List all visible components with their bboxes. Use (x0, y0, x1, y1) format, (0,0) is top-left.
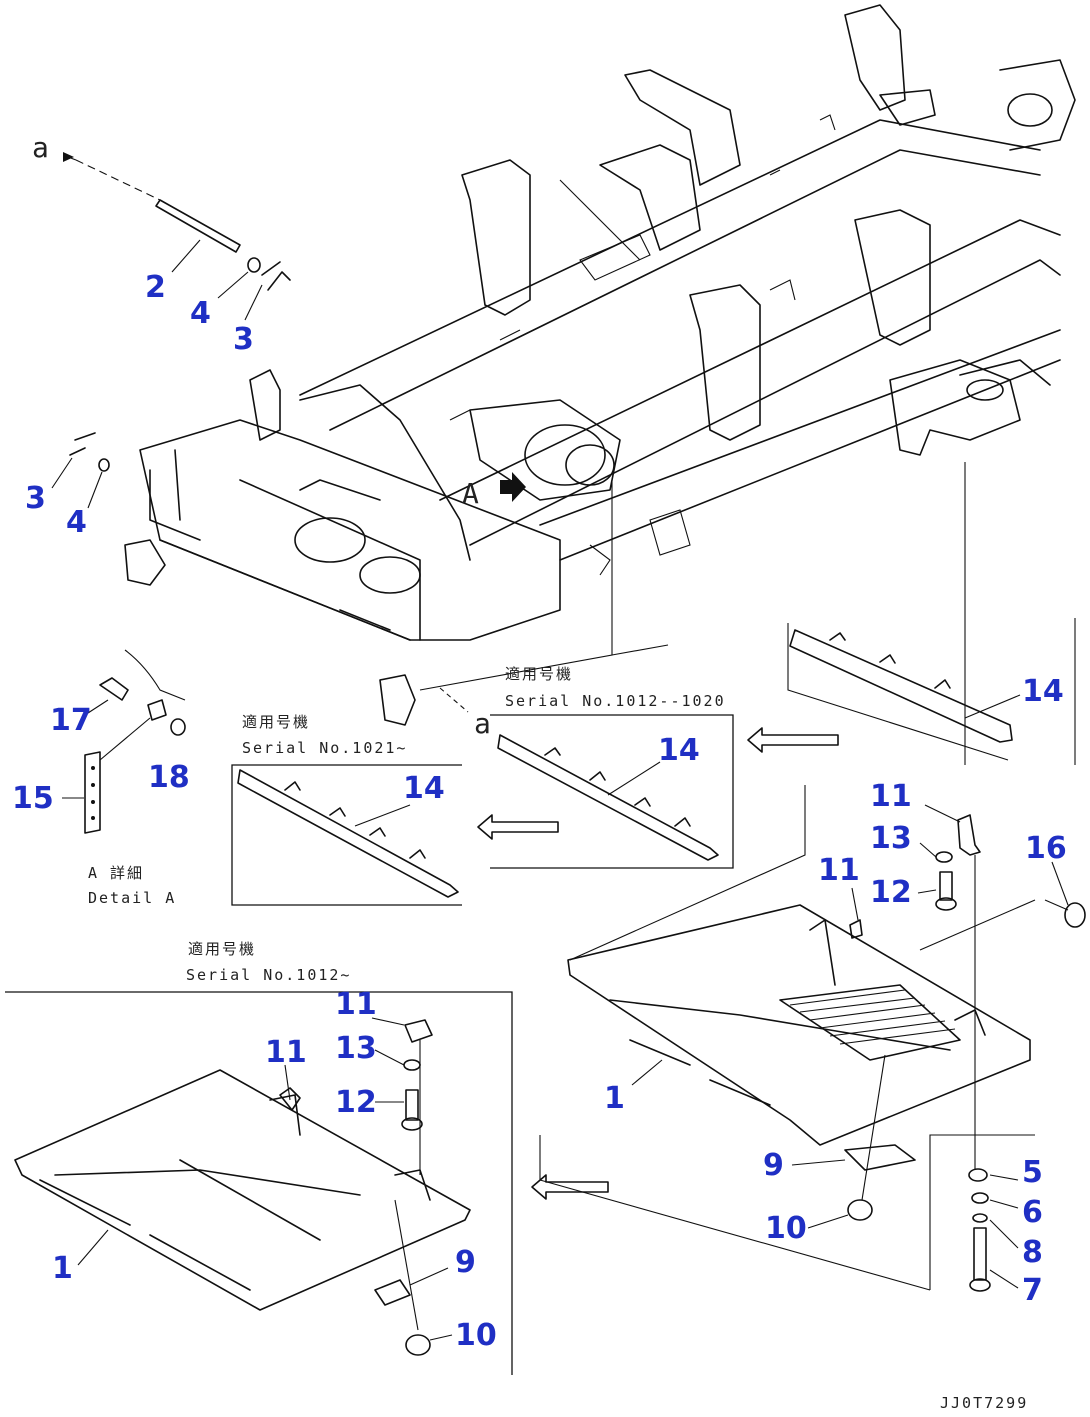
serial-1012-1020-jp-label: 適用号機 (505, 665, 573, 683)
callout-13: 13 (870, 821, 912, 856)
ref-letter-a-top: a (32, 131, 49, 164)
hollow-arrow-1012-1020 (747, 727, 839, 753)
callout-9: 9 (455, 1245, 476, 1280)
view-a-letter: A (462, 477, 479, 510)
serial-1012-1020-frame (490, 714, 734, 869)
serial-1012-jp-label: 適用号機 (188, 940, 256, 958)
callout-17: 17 (50, 703, 92, 738)
callout-14: 14 (1022, 674, 1064, 709)
main-frame-drawing (124, 4, 1076, 726)
serial-1012-label: Serial No.1012~ (186, 966, 351, 984)
callout-8: 8 (1022, 1235, 1043, 1270)
callout-11: 11 (818, 853, 860, 888)
callout-4: 4 (66, 505, 87, 540)
ref-letter-a-mid: a (474, 707, 491, 740)
side-cover-right (789, 629, 1013, 743)
callout-7: 7 (1022, 1273, 1043, 1308)
callout-18: 18 (148, 760, 190, 795)
callout-11: 11 (265, 1035, 307, 1070)
serial-1012-1020-label: Serial No.1012--1020 (505, 692, 726, 710)
callout-4: 4 (190, 296, 211, 331)
callout-11: 11 (870, 779, 912, 814)
callout-12: 12 (335, 1085, 377, 1120)
callout-13: 13 (335, 1031, 377, 1066)
rod-and-pins: a (32, 131, 291, 472)
detail-a-drawing (84, 649, 186, 834)
callout-10: 10 (765, 1211, 807, 1246)
side-cover-1021 (237, 769, 459, 898)
callout-15: 15 (12, 781, 54, 816)
callout-9: 9 (763, 1148, 784, 1183)
serial-1021-label: Serial No.1021~ (242, 739, 407, 757)
view-a-arrow (500, 472, 526, 502)
callout-1: 1 (604, 1081, 625, 1116)
under-cover-main (567, 904, 1031, 1146)
drawing-code: JJ0T7299 (940, 1394, 1028, 1412)
serial-1012-frame (5, 991, 513, 1375)
callout-10: 10 (455, 1318, 497, 1353)
callout-11: 11 (335, 987, 377, 1022)
callout-14: 14 (658, 733, 700, 768)
callout-14: 14 (403, 771, 445, 806)
callout-2: 2 (145, 270, 166, 305)
under-cover-1012 (14, 1019, 471, 1356)
serial-1021-jp-label: 適用号機 (242, 713, 310, 731)
callout-1: 1 (52, 1251, 73, 1286)
callout-5: 5 (1022, 1155, 1043, 1190)
hollow-arrow-bottom (531, 1174, 609, 1200)
callout-12: 12 (870, 875, 912, 910)
callout-3: 3 (233, 322, 254, 357)
callout-6: 6 (1022, 1195, 1043, 1230)
callout-3: 3 (25, 481, 46, 516)
hollow-arrow-1021 (477, 814, 559, 840)
side-cover-1012-1020 (497, 734, 719, 861)
detail-a-jp-label: A 詳細 (88, 864, 144, 882)
serial-1021-frame (231, 764, 462, 906)
callout-16: 16 (1025, 831, 1067, 866)
detail-a-en-label: Detail A (88, 889, 176, 907)
